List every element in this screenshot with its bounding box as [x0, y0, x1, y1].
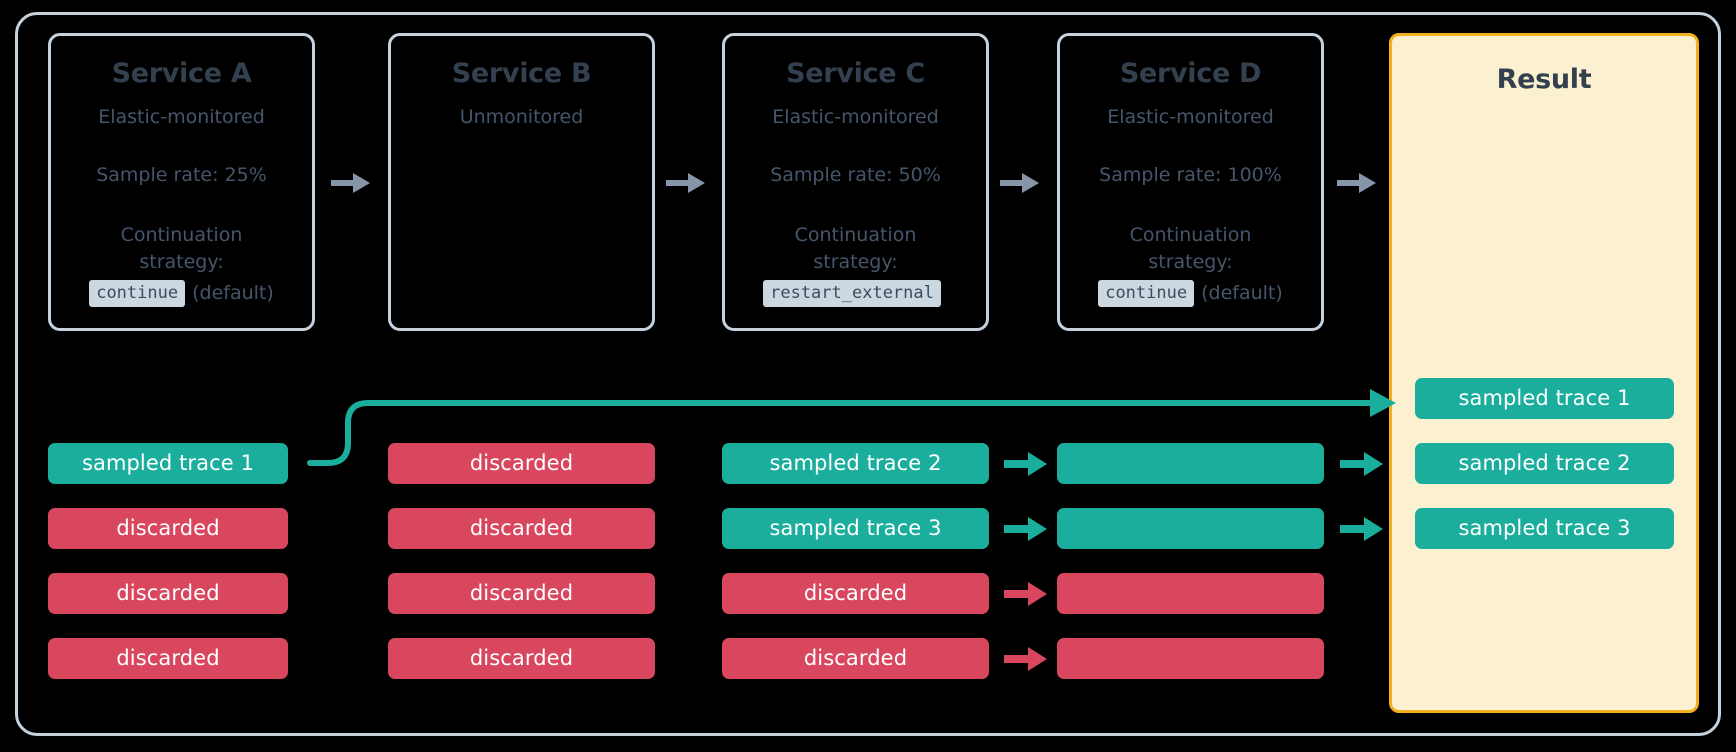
trace-chip-a-3: discarded — [48, 573, 288, 614]
trace-chip-b-3: discarded — [388, 573, 655, 614]
trace-chip-d-3 — [1057, 573, 1324, 614]
strategy-default-note: (default) — [192, 282, 274, 305]
service-box-d: Service D Elastic-monitored Sample rate:… — [1057, 33, 1324, 331]
arrow-right-icon-d2-to-result — [1340, 517, 1383, 541]
strategy-label-line1: Continuation — [1129, 223, 1252, 246]
service-title: Service B — [451, 58, 592, 89]
service-title: Service D — [1119, 58, 1262, 89]
service-strategy-label: Continuation strategy: — [1060, 222, 1321, 277]
service-strategy-row: continue (default) — [1060, 279, 1321, 307]
result-chip-2: sampled trace 2 — [1415, 443, 1674, 484]
service-title: Service A — [111, 58, 252, 89]
service-sample-rate: Sample rate: 25% — [96, 164, 267, 187]
service-strategy-row: restart_external — [725, 279, 986, 307]
strategy-label-line2: strategy: — [139, 251, 224, 274]
service-strategy-row: continue (default) — [51, 279, 312, 307]
arrow-right-icon-c1-to-d1 — [1004, 452, 1047, 476]
strategy-label-line1: Continuation — [794, 223, 917, 246]
arrow-right-icon-b-to-c — [666, 173, 705, 193]
trace-chip-d-4 — [1057, 638, 1324, 679]
service-box-a: Service A Elastic-monitored Sample rate:… — [48, 33, 315, 331]
arrow-right-icon-c4-to-d4 — [1004, 647, 1047, 671]
arrow-right-icon-c-to-d — [1000, 173, 1039, 193]
trace-chip-b-4: discarded — [388, 638, 655, 679]
service-monitoring-status: Unmonitored — [459, 106, 584, 129]
arrow-right-icon-a-to-b — [331, 173, 370, 193]
service-sample-rate: Sample rate: 100% — [1099, 164, 1282, 187]
strategy-default-note: (default) — [1201, 282, 1283, 305]
trace-chip-d-2 — [1057, 508, 1324, 549]
strategy-code-badge: continue — [1098, 279, 1195, 307]
result-chip-3: sampled trace 3 — [1415, 508, 1674, 549]
service-box-b: Service B Unmonitored — [388, 33, 655, 331]
service-sample-rate: Sample rate: 50% — [770, 164, 941, 187]
trace-chip-c-3: discarded — [722, 573, 989, 614]
trace-chip-a-2: discarded — [48, 508, 288, 549]
trace-chip-c-4: discarded — [722, 638, 989, 679]
arrow-right-icon-c3-to-d3 — [1004, 582, 1047, 606]
service-monitoring-status: Elastic-monitored — [98, 106, 265, 129]
strategy-code-badge: continue — [89, 279, 186, 307]
service-strategy-label: Continuation strategy: — [51, 222, 312, 277]
trace-chip-a-4: discarded — [48, 638, 288, 679]
trace-chip-a-1: sampled trace 1 — [48, 443, 288, 484]
result-chip-1: sampled trace 1 — [1415, 378, 1674, 419]
strategy-label-line2: strategy: — [1148, 251, 1233, 274]
service-monitoring-status: Elastic-monitored — [1107, 106, 1274, 129]
arrow-right-icon-d-to-result — [1337, 173, 1376, 193]
trace-chip-d-1 — [1057, 443, 1324, 484]
strategy-code-badge: restart_external — [763, 279, 941, 307]
service-strategy-label: Continuation strategy: — [725, 222, 986, 277]
service-title: Service C — [786, 58, 925, 89]
arrow-right-icon-c2-to-d2 — [1004, 517, 1047, 541]
service-box-c: Service C Elastic-monitored Sample rate:… — [722, 33, 989, 331]
trace-chip-c-1: sampled trace 2 — [722, 443, 989, 484]
trace-chip-b-1: discarded — [388, 443, 655, 484]
strategy-label-line1: Continuation — [120, 223, 243, 246]
trace-chip-b-2: discarded — [388, 508, 655, 549]
strategy-label-line2: strategy: — [813, 251, 898, 274]
result-panel: Result — [1389, 33, 1699, 713]
arrow-right-icon-d1-to-result — [1340, 452, 1383, 476]
result-title: Result — [1496, 64, 1592, 95]
service-monitoring-status: Elastic-monitored — [772, 106, 939, 129]
trace-chip-c-2: sampled trace 3 — [722, 508, 989, 549]
